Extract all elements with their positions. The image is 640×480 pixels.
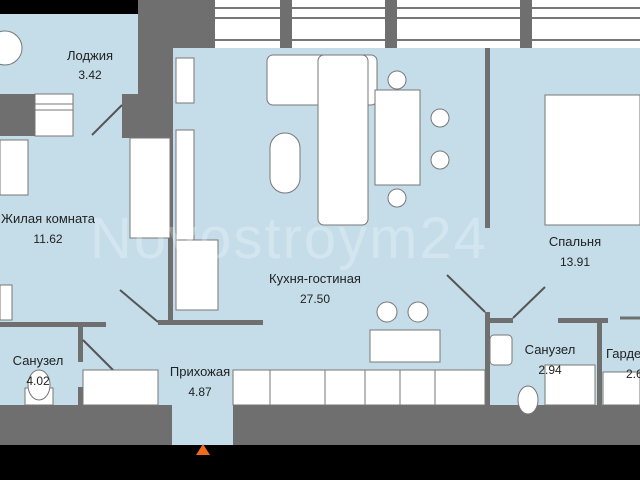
wall (0, 322, 106, 327)
wall (385, 0, 397, 48)
wall-loggia (0, 94, 35, 136)
stool (376, 301, 398, 323)
room-area: 2.94 (538, 363, 562, 377)
toilet (27, 369, 51, 401)
room-name: Спальня (548, 234, 602, 249)
room-area: 11.62 (33, 232, 63, 246)
room-area: 4.87 (188, 385, 212, 399)
loggia-table (0, 30, 23, 66)
room-name: Санузел (524, 342, 576, 357)
wall (597, 318, 602, 407)
outside-bottom (0, 445, 640, 480)
room-area: 4.02 (26, 374, 50, 388)
sink (489, 334, 513, 366)
desk (175, 239, 219, 311)
wall-bottom (0, 405, 172, 445)
sofa (317, 54, 369, 226)
chair (387, 70, 407, 90)
wall (280, 0, 292, 48)
bed (544, 94, 640, 226)
room-area: 3.42 (78, 68, 102, 82)
room-name: Санузел (12, 353, 64, 368)
chair (430, 150, 450, 170)
outside-top (0, 0, 138, 14)
room-label-living: Жилая комната 11.62 (0, 211, 108, 247)
room-label-kitchen: Кухня-гостиная 27.50 (255, 271, 375, 307)
shelf (175, 57, 195, 104)
chair (430, 108, 450, 128)
wall (485, 318, 513, 323)
coffee-table (269, 132, 301, 194)
shower (544, 364, 596, 406)
room-name: Жилая комната (1, 211, 95, 226)
wall (122, 94, 170, 138)
wall-bottom (233, 405, 640, 445)
room-label-bath2: Санузел 2.94 (520, 342, 580, 378)
room-area: 2.6 (626, 367, 640, 381)
hall-wardrobe (82, 369, 159, 406)
armchair (0, 284, 13, 321)
wall (485, 48, 490, 228)
wall (558, 318, 608, 323)
kitchen-island (369, 329, 441, 363)
room-label-loggia: Лоджия 3.42 (55, 48, 125, 83)
room-label-bedroom: Спальня 13.91 (535, 234, 615, 270)
room-area: 27.50 (299, 292, 331, 306)
wall (485, 312, 490, 407)
watermark: Novostroym24 (90, 206, 488, 271)
wall (158, 320, 263, 325)
room-name: Гардероб (606, 346, 640, 361)
wardrobe-rack (602, 371, 640, 406)
wall (78, 322, 83, 362)
wardrobe-closet (129, 137, 171, 239)
room-label-bath1: Санузел 4.02 (8, 353, 68, 389)
loggia-window (34, 93, 74, 137)
room-label-wardrobe: Гардероб 2.6 (606, 346, 640, 382)
dining-table (374, 89, 421, 186)
room-name: Лоджия (66, 48, 114, 63)
entry-marker (196, 444, 210, 455)
room-name: Кухня-гостиная (269, 271, 361, 286)
chair (387, 188, 407, 208)
wall (78, 387, 83, 407)
wall (520, 0, 532, 48)
room-label-hall: Прихожая 4.87 (160, 364, 240, 400)
room-name: Прихожая (169, 364, 231, 379)
living-sofa (0, 139, 29, 196)
room-area: 13.91 (559, 255, 591, 269)
kitchen-counter (232, 369, 486, 406)
stool (407, 301, 429, 323)
toilet (517, 385, 539, 415)
